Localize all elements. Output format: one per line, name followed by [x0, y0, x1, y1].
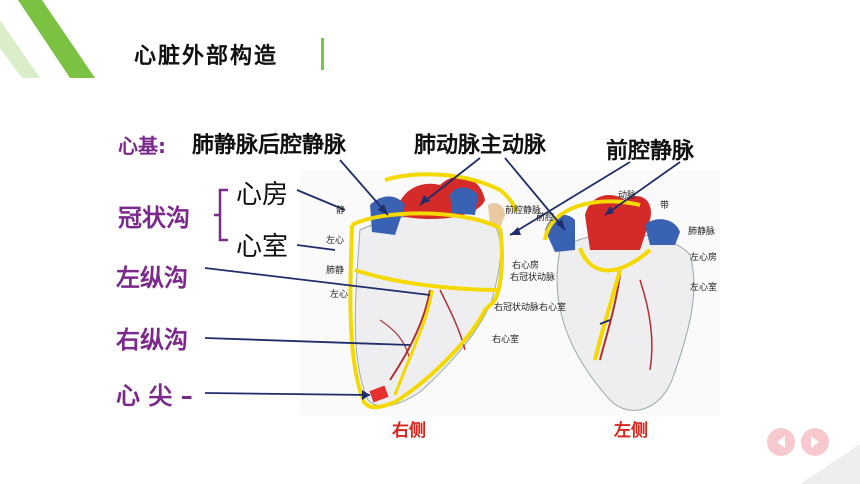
img-label-jing: 静 [336, 204, 345, 216]
img-label-qian-qiang: 前腔 [536, 211, 554, 223]
corner-decoration-bottom [800, 444, 860, 484]
heart-right-view [348, 172, 517, 410]
label-base-vessels-b: 肺动脉主动脉 [414, 133, 547, 158]
img-label-ligament: 带 [660, 200, 669, 211]
title-area: 心脏外部构造 [116, 30, 336, 76]
image-small-labels: 静 左心 肺静 左心 前腔静脉 动脉 前腔 右心房 右冠状动脉 右心室 右冠状动… [326, 189, 717, 345]
triangle-left-icon [777, 436, 785, 448]
annotation-arrowheads [362, 195, 614, 400]
annotation-lines [204, 157, 681, 396]
next-slide-button[interactable] [801, 428, 829, 456]
img-label-pulm-vein: 肺静脉 [688, 225, 715, 237]
label-coronary-groove: 冠状沟 [118, 204, 190, 232]
img-label-right-coronary: 右心房 [512, 259, 539, 271]
label-heart-base: 心基: [118, 134, 166, 158]
label-left-longitudinal-groove: 左纵沟 [116, 264, 188, 292]
triangle-right-icon [811, 436, 819, 448]
img-label-fei-jing: 肺静 [326, 264, 344, 276]
coronary-bracket [214, 188, 228, 242]
label-ventricle: 心室 [236, 232, 289, 262]
corner-decoration [0, 0, 95, 78]
prev-slide-button[interactable] [767, 428, 795, 456]
label-atrium: 心房 [236, 180, 289, 210]
label-right-side: 右侧 [392, 421, 426, 441]
img-label-right-ventricle: 右心室 [492, 333, 519, 345]
label-right-longitudinal-groove: 右纵沟 [116, 326, 188, 354]
img-label-left-atrium-a: 左心 [326, 234, 344, 246]
label-apex: 心 尖 – [116, 382, 193, 410]
title-accent-bar [321, 38, 324, 70]
img-label-left-atrium-b: 左心房 [690, 251, 717, 263]
img-label-left-ventricle: 左心室 [690, 281, 717, 293]
label-anterior-vena-cava: 前腔静脉 [606, 139, 695, 164]
img-label-right-sulcus: 右冠状动脉 [510, 271, 555, 283]
img-label-ant-vena: 前腔静脉 [505, 204, 541, 216]
img-label-left-heart: 左心 [330, 288, 348, 300]
label-base-vessels-a: 肺静脉后腔静脉 [192, 133, 347, 158]
img-label-left-coronary: 右冠状动脉右心室 [494, 301, 566, 313]
label-left-side: 左侧 [614, 421, 648, 441]
img-label-artery: 动脉 [618, 189, 636, 201]
page-title: 心脏外部构造 [134, 44, 279, 69]
heart-left-view [543, 195, 695, 411]
